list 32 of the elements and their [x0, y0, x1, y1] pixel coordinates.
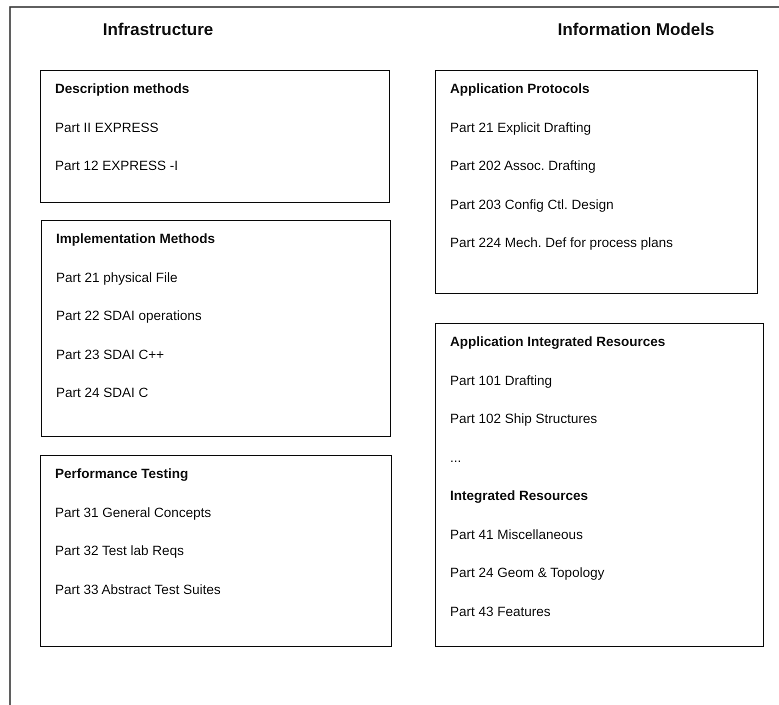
box-heading: Performance Testing	[55, 466, 188, 482]
list-item: Part 12 EXPRESS -I	[55, 158, 178, 174]
group-box	[40, 455, 392, 647]
list-item: Part 101 Drafting	[450, 372, 552, 388]
list-item: Part 203 Config Ctl. Design	[450, 196, 614, 212]
group-box	[40, 70, 390, 203]
list-item: Part 31 General Concepts	[55, 504, 212, 520]
list-item: Part 43 Features	[450, 604, 551, 620]
list-item: Part 24 SDAI C	[56, 385, 148, 401]
list-item: Part 24 Geom & Topology	[450, 565, 604, 581]
list-item: Part 41 Miscellaneous	[450, 526, 583, 542]
list-item: Part 21 physical File	[56, 270, 178, 286]
column-heading: Infrastructure	[102, 20, 214, 40]
column-heading: Information Models	[558, 20, 714, 40]
list-item: ...	[450, 450, 462, 466]
list-item: Part 22 SDAI operations	[56, 308, 202, 324]
list-item: Part 224 Mech. Def for process plans	[450, 235, 673, 251]
box-heading: Description methods	[55, 81, 190, 97]
group-box	[41, 220, 391, 437]
list-item: Part 21 Explicit Drafting	[450, 120, 592, 136]
box-heading: Application Protocols	[450, 81, 590, 97]
list-item: Integrated Resources	[450, 488, 588, 504]
list-item: Part 32 Test lab Reqs	[55, 543, 184, 559]
list-item: Part 202 Assoc. Drafting	[450, 158, 596, 174]
group-box	[435, 70, 758, 294]
list-item: Part 23 SDAI C++	[56, 346, 164, 362]
box-heading: Implementation Methods	[56, 231, 216, 247]
list-item: Part 102 Ship Structures	[450, 411, 598, 427]
list-item: Part 33 Abstract Test Suites	[55, 582, 221, 598]
group-box	[435, 323, 764, 647]
box-heading: Application Integrated Resources	[450, 334, 666, 350]
list-item: Part II EXPRESS	[55, 120, 159, 136]
